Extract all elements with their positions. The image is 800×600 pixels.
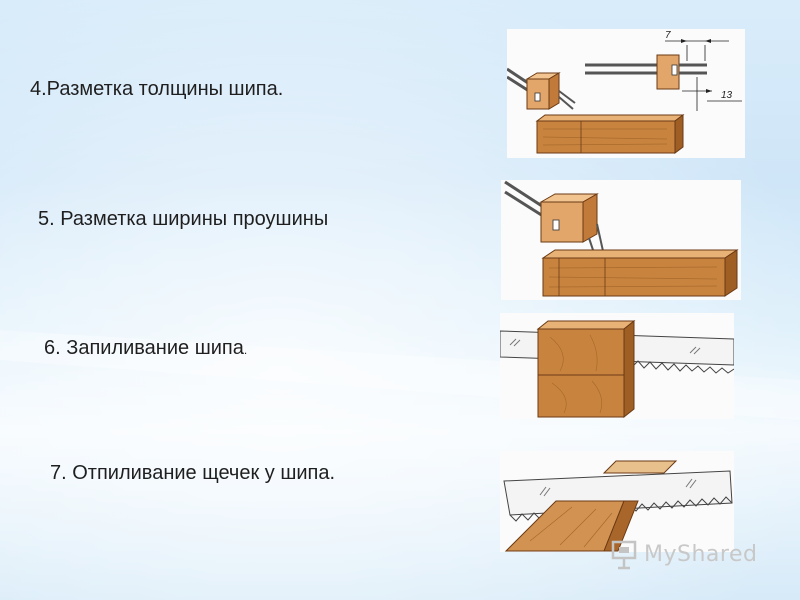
step-7-caption: 7. Отпиливание щечек у шипа. <box>50 462 335 485</box>
watermark-text: MyShared <box>644 541 758 567</box>
dimension-13: 13 <box>721 90 733 101</box>
wood-block <box>541 249 739 297</box>
step-5-caption: 5. Разметка ширины проушины <box>38 208 328 231</box>
figure-sawing-tenon <box>500 313 734 419</box>
step-5-label: 5. Разметка ширины проушины <box>38 208 329 230</box>
step-4-label: 4.Разметка толщины шипа. <box>30 78 284 100</box>
presentation-board-icon <box>611 540 637 570</box>
marking-gauge-illustration <box>507 54 707 110</box>
figure-marking-tenon-thickness: 7 13 <box>507 29 745 158</box>
step-6-label-suffix: . <box>243 343 248 357</box>
figure-marking-mortise-width <box>501 180 741 300</box>
myshared-watermark: MyShared <box>610 536 757 572</box>
step-4-caption: 4.Разметка толщины шипа. <box>30 78 283 101</box>
step-7-label: 7. Отпиливание щечек у шипа. <box>50 462 336 484</box>
dimension-7: 7 <box>665 30 671 41</box>
dimension-annotations: 7 13 <box>665 30 742 111</box>
wood-block <box>504 460 678 552</box>
marking-gauge-illustration <box>504 180 606 263</box>
wood-block <box>535 114 685 154</box>
figure-sawing-tenon-cheeks <box>500 451 734 552</box>
step-6-label: 6. Запиливание шипа <box>44 337 244 359</box>
step-6-caption: 6. Запиливание шипа. <box>44 337 247 360</box>
wood-block <box>536 319 636 419</box>
